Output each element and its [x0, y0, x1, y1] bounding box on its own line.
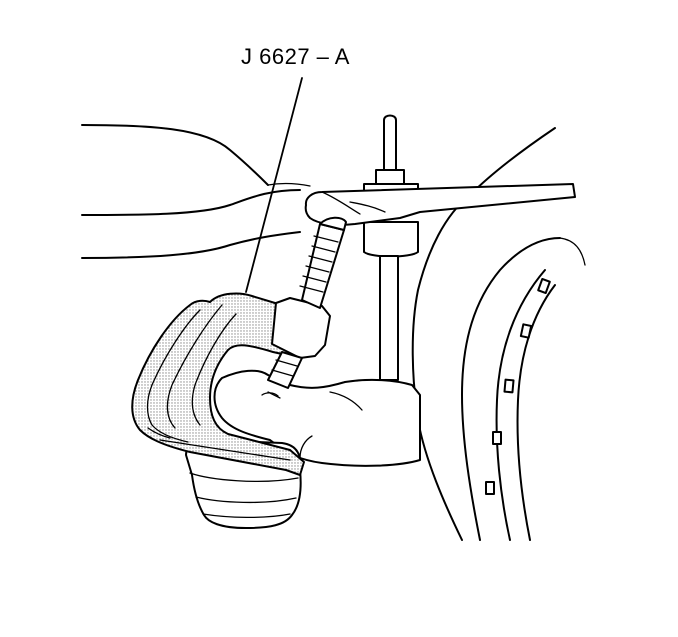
tool-forcing-screw — [267, 216, 347, 399]
ball-joint-stud — [261, 392, 279, 397]
stabilizer-bar — [304, 183, 576, 226]
ball-joint-separator-tool — [131, 216, 347, 529]
stabilizer-link — [363, 114, 419, 381]
wheel-hub-assembly — [411, 127, 586, 541]
tool-callout-label: J 6627 – A — [241, 44, 350, 69]
callout-leader-line — [245, 77, 303, 293]
body-frame-outline — [81, 124, 311, 259]
